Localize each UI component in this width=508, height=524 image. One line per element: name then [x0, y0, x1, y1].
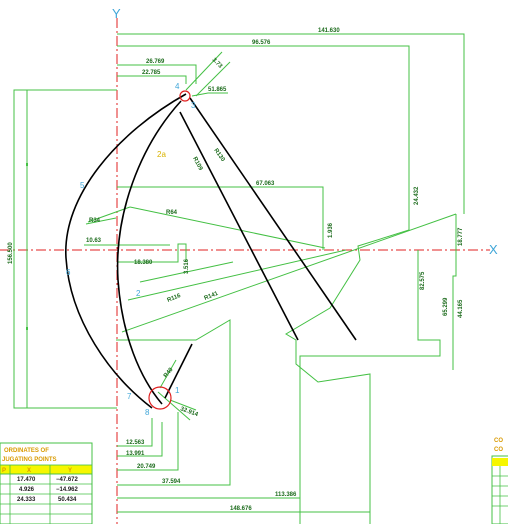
- dim-r130: R130: [212, 148, 226, 164]
- dim-r64: R64: [166, 210, 178, 216]
- dim-148-676: 148.676: [230, 506, 252, 512]
- table-header-x: X: [27, 468, 31, 474]
- dim-1-936: 1.936: [328, 222, 334, 238]
- conjugating-points-table: ORDINATES OF JUGATING POINTS P X Y 17.47…: [0, 442, 93, 524]
- trailing-edge-circle: [148, 386, 172, 410]
- dim-65-299: 65.299: [443, 297, 449, 316]
- point-7: 7: [127, 392, 132, 401]
- point-labels: 1 2 2a 3 4 5 6 7 8: [66, 82, 196, 417]
- dim-32-914: 32.914: [179, 406, 199, 418]
- table-cell: 24.333: [17, 497, 36, 503]
- dim-12-563: 12.563: [126, 440, 145, 446]
- dim-96-576: 96.576: [252, 40, 271, 46]
- table-cell: −47.672: [56, 477, 79, 483]
- dim-44-165: 44.165: [458, 299, 464, 318]
- point-4: 4: [175, 82, 180, 91]
- dim-r34: R34: [89, 218, 101, 224]
- point-1: 1: [175, 386, 180, 395]
- dim-3-516: 3.516: [184, 258, 190, 274]
- dim-r141: R141: [204, 291, 220, 302]
- table-title-line1: ORDINATES OF: [4, 448, 49, 454]
- dim-141-630: 141.630: [318, 28, 340, 34]
- dim-22-785: 22.785: [142, 70, 161, 76]
- point-8: 8: [145, 408, 150, 417]
- dim-156-500: 156.500: [8, 242, 14, 264]
- blade-profile: [65, 90, 357, 410]
- right-table-title-line1: CO: [494, 438, 503, 444]
- point-3: 3: [191, 101, 196, 110]
- point-2a: 2a: [157, 150, 166, 159]
- dim-67-063: 67.063: [256, 181, 275, 187]
- dim-3-73: 3.73: [211, 57, 224, 70]
- point-2: 2: [136, 289, 141, 298]
- table-cell: 17.470: [17, 477, 36, 483]
- dim-51-865: 51.865: [208, 87, 227, 93]
- tick-mark: [26, 327, 28, 330]
- dim-18-777: 18.777: [458, 227, 464, 246]
- dimension-labels: 141.630 96.576 26.769 22.785 3.73 51.865…: [8, 28, 464, 512]
- right-coordinates-table: CO CO: [491, 438, 508, 524]
- dim-82-575: 82.575: [420, 271, 426, 290]
- point-5: 5: [80, 181, 85, 190]
- dim-20-749: 20.749: [137, 464, 156, 470]
- table-header-y: Y: [68, 468, 72, 474]
- leading-edge-circle: [179, 90, 191, 102]
- x-axis-label: X: [489, 242, 498, 257]
- y-axis-label: Y: [112, 6, 121, 21]
- tick-mark: [26, 163, 28, 166]
- point-6: 6: [66, 268, 71, 277]
- dim-24-432: 24.432: [414, 186, 420, 205]
- dim-18-380: 18.380: [134, 260, 153, 266]
- table-header-p: P: [2, 468, 6, 474]
- dim-37-594: 37.594: [162, 479, 181, 485]
- table-cell: 4.926: [19, 487, 35, 493]
- dim-10-63: 10.63: [86, 238, 102, 244]
- dimension-lines: [13, 33, 465, 524]
- dim-13-991: 13.991: [126, 451, 145, 457]
- dim-113-386: 113.386: [275, 492, 297, 498]
- dim-r109: R109: [191, 156, 203, 172]
- dim-26-769: 26.769: [146, 59, 165, 65]
- right-table-title-line2: CO: [494, 447, 503, 453]
- table-cell: −14.962: [56, 487, 79, 493]
- table-cell: 50.434: [58, 497, 77, 503]
- table-title-line2: JUGATING POINTS: [2, 457, 57, 463]
- dim-r116: R116: [167, 293, 183, 304]
- dim-r40: R40: [163, 366, 175, 379]
